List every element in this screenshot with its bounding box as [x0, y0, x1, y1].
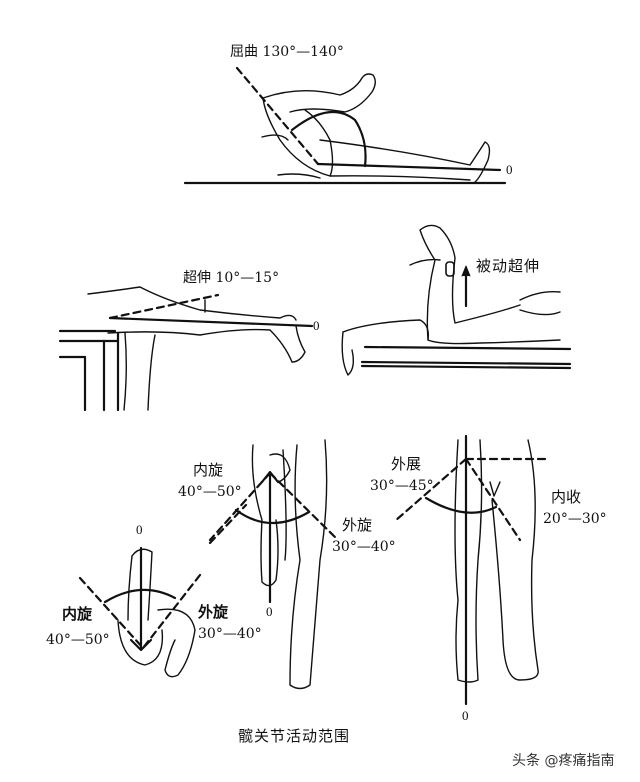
hyperextension-zero-marker: 0: [313, 318, 320, 333]
prone-rotation-illustration: [78, 503, 248, 678]
hyperextension-illustration: [58, 286, 314, 412]
watermark: 头条 @疼痛指南: [512, 753, 615, 769]
standing-rotation-illustration: [208, 439, 340, 690]
abduction-zero-marker: 0: [462, 708, 469, 723]
flexion-illustration: [183, 66, 507, 185]
passive-hyperextension-label: 被动超伸: [476, 257, 541, 275]
prone-external-rotation-label: 外旋: [198, 603, 229, 621]
prone-rotation-zero-marker: 0: [136, 522, 143, 537]
abduction-adduction-illustration: [393, 434, 547, 706]
standing-external-rotation-label: 外旋: [342, 516, 373, 534]
abduction-label: 外展: [391, 455, 422, 473]
standing-internal-rotation-range: 40°—50°: [178, 484, 242, 500]
prone-internal-rotation-range: 40°—50°: [46, 632, 110, 648]
flexion-label: 屈曲 130°—140°: [230, 44, 344, 60]
adduction-label: 内收: [551, 488, 582, 506]
prone-internal-rotation-label: 内旋: [62, 605, 93, 623]
abduction-range: 30°—45°: [370, 478, 434, 494]
figure-caption: 髋关节活动范围: [238, 727, 351, 745]
prone-external-rotation-range: 30°—40°: [198, 626, 262, 642]
flexion-zero-marker: 0: [506, 162, 513, 177]
adduction-range: 20°—30°: [543, 511, 607, 527]
passive-hyperextension-illustration: [341, 224, 572, 376]
standing-rotation-zero-marker: 0: [266, 604, 273, 619]
standing-external-rotation-range: 30°—40°: [332, 539, 396, 555]
hyperextension-label: 超伸 10°—15°: [183, 270, 280, 286]
standing-internal-rotation-label: 内旋: [193, 461, 224, 479]
